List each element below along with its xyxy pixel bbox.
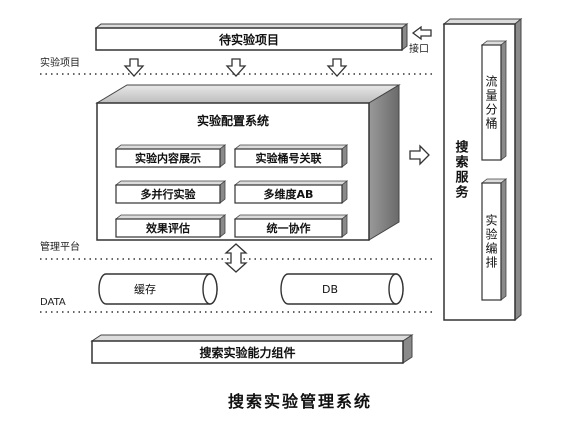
db-label: DB xyxy=(321,282,339,296)
down-arrow-icon xyxy=(123,58,145,77)
pending-projects-label: 待实验项目 xyxy=(218,32,279,47)
down-arrow-icon xyxy=(326,58,348,77)
up-down-arrow-icon xyxy=(224,243,248,273)
config-item-bucket-link: 实验桶号关联 xyxy=(255,152,322,165)
experiment-orchestration-box xyxy=(480,178,508,301)
interface-arrow-icon xyxy=(411,25,432,41)
traffic-split-label: 流量分桶 xyxy=(484,74,498,131)
down-arrow-icon xyxy=(225,58,247,77)
config-item-box xyxy=(114,180,227,204)
layer-label-data: DATA xyxy=(40,297,66,308)
db-cylinder xyxy=(280,273,404,305)
config-item-box xyxy=(114,214,227,238)
interface-label: 接口 xyxy=(409,44,429,55)
right-arrow-icon xyxy=(409,144,430,166)
search-service-label: 搜索服务 xyxy=(452,140,468,200)
config-item-box xyxy=(233,180,349,204)
pending-projects-box xyxy=(94,22,409,52)
capability-components-label: 搜索实验能力组件 xyxy=(199,345,296,360)
cache-cylinder xyxy=(98,273,218,305)
config-item-box xyxy=(233,144,349,168)
config-item-box xyxy=(114,144,227,168)
config-item-content-display: 实验内容展示 xyxy=(135,152,201,165)
capability-components-box xyxy=(90,334,414,364)
traffic-split-box xyxy=(480,40,508,161)
config-item-parallel: 多并行实验 xyxy=(140,188,196,201)
config-item-evaluation: 效果评估 xyxy=(146,222,190,235)
experiment-orchestration-label: 实验编排 xyxy=(484,213,498,270)
layer-label-management: 管理平台 xyxy=(40,242,80,253)
config-system-title: 实验配置系统 xyxy=(196,113,269,128)
layer-label-experiment-project: 实验项目 xyxy=(40,58,80,69)
diagram-caption: 搜索实验管理系统 xyxy=(227,392,372,411)
config-item-box xyxy=(233,214,349,238)
cache-label: 缓存 xyxy=(134,283,156,296)
config-item-collaboration: 统一协作 xyxy=(266,222,311,235)
config-item-multi-ab: 多维度AB xyxy=(263,188,314,201)
